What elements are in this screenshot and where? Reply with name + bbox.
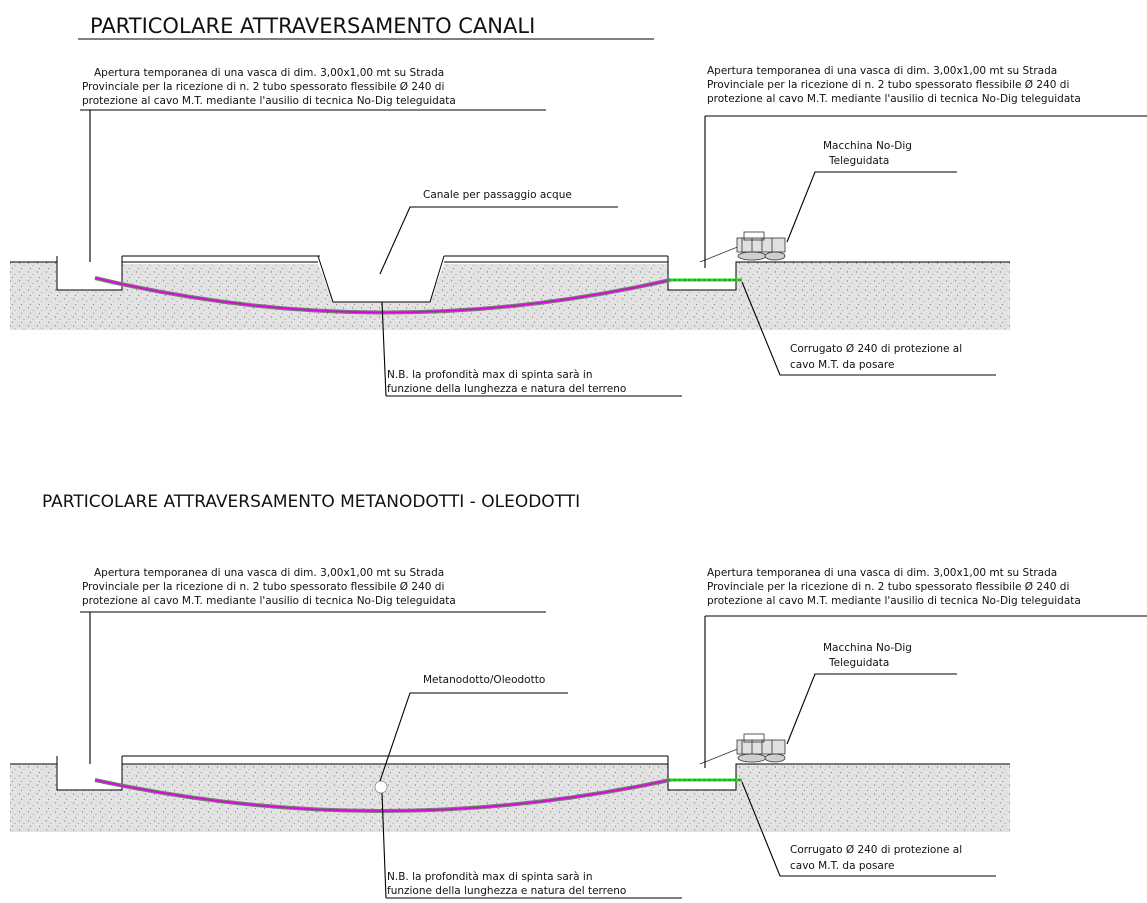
corrugated-leader	[741, 781, 996, 877]
obstacle-leader	[379, 692, 568, 782]
obstacle-label: Canale per passaggio acque	[423, 189, 572, 201]
depth-leader	[381, 792, 387, 899]
ground-line	[10, 261, 123, 291]
cable-duct	[94, 277, 671, 314]
machine-leader	[786, 673, 957, 745]
machine-leader	[786, 171, 957, 243]
left-pit-note: Apertura temporanea di una vasca di dim.…	[82, 67, 456, 107]
machine-label: Macchina No-Dig Teleguidata	[823, 642, 915, 669]
canal-section	[317, 255, 445, 303]
obstacle-leader	[379, 206, 618, 275]
right-pit-note: Apertura temporanea di una vasca di dim.…	[707, 567, 1081, 607]
machine-label: Macchina No-Dig Teleguidata	[823, 140, 915, 167]
corrugated-note: Corrugato Ø 240 di protezione al cavo M.…	[790, 343, 966, 371]
no-dig-drilling-machine-icon	[699, 231, 786, 263]
obstacle-label: Metanodotto/Oleodotto	[423, 674, 545, 686]
right-pit-note: Apertura temporanea di una vasca di dim.…	[707, 65, 1081, 105]
corrugated-note: Corrugato Ø 240 di protezione al cavo M.…	[790, 844, 966, 872]
no-dig-drilling-machine-icon	[699, 733, 786, 765]
depth-note: N.B. la profondità max di spinta sarà in…	[387, 871, 626, 897]
section-pipelines: PARTICOLARE ATTRAVERSAMENTO METANODOTTI …	[10, 492, 1147, 899]
soil-mass	[10, 262, 1010, 330]
section-title: PARTICOLARE ATTRAVERSAMENTO CANALI	[90, 14, 535, 38]
cable-duct	[94, 779, 671, 812]
soil-mass	[10, 764, 1010, 832]
section-canals: PARTICOLARE ATTRAVERSAMENTO CANALI	[10, 14, 1147, 397]
depth-leader	[381, 301, 387, 397]
ground-line	[10, 763, 123, 791]
section-title: PARTICOLARE ATTRAVERSAMENTO METANODOTTI …	[42, 492, 580, 512]
left-pit-note: Apertura temporanea di una vasca di dim.…	[82, 567, 456, 607]
existing-pipeline-section	[374, 780, 388, 794]
depth-note: N.B. la profondità max di spinta sarà in…	[387, 369, 626, 395]
corrugated-leader	[741, 281, 996, 376]
